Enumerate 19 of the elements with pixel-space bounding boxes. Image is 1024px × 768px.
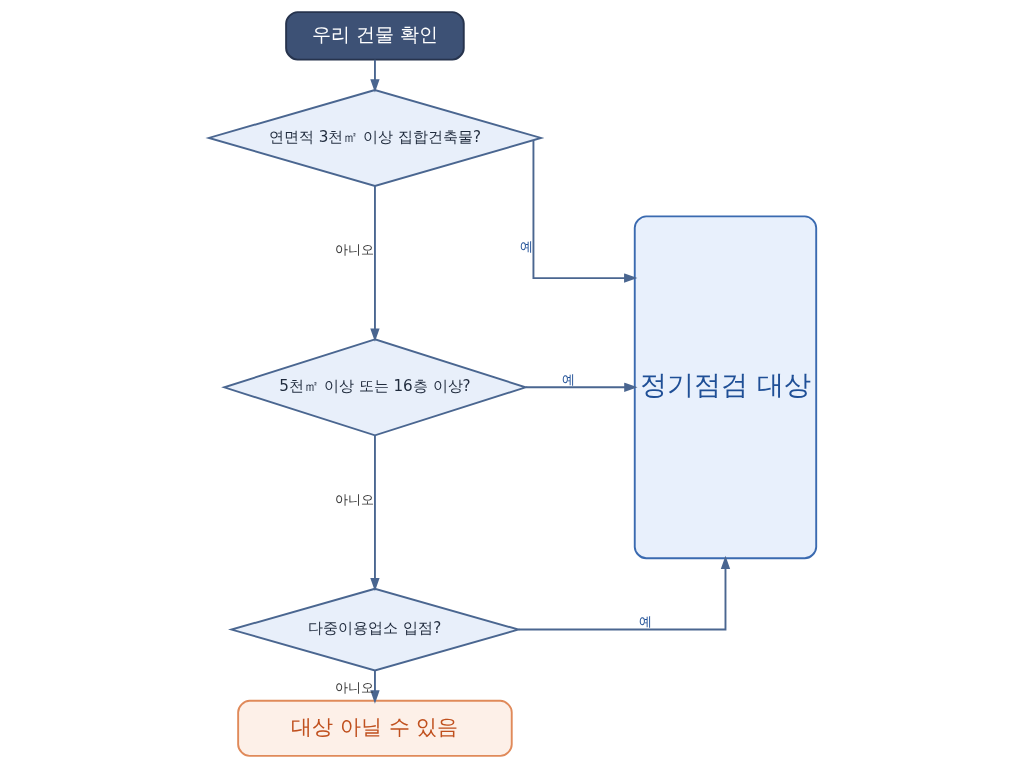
node-diamond: 5천㎡ 이상 또는 16층 이상? <box>220 338 529 437</box>
arrow <box>369 669 380 704</box>
edge-label: 예 <box>519 239 533 255</box>
edge-label: 예 <box>638 613 652 629</box>
arrow <box>369 434 380 592</box>
node-box: 정기점검 대상 <box>633 215 817 560</box>
arrow <box>517 555 730 631</box>
edge-label: 아니오 <box>334 242 374 258</box>
edge-label: 예 <box>561 371 575 387</box>
node-diamond: 연면적 3천㎡ 이상 집합건축물? <box>204 89 544 187</box>
node-diamond: 다중이용업소 입점? <box>227 587 522 672</box>
arrow <box>532 139 637 283</box>
arrow <box>369 185 380 342</box>
arrow <box>524 382 637 392</box>
arrow <box>369 58 380 93</box>
node-box: 대상 아닐 수 있음 <box>236 699 513 757</box>
edge-label: 아니오 <box>334 491 374 507</box>
edge-label: 아니오 <box>334 679 374 695</box>
node-box: 우리 건물 확인 <box>284 11 465 61</box>
